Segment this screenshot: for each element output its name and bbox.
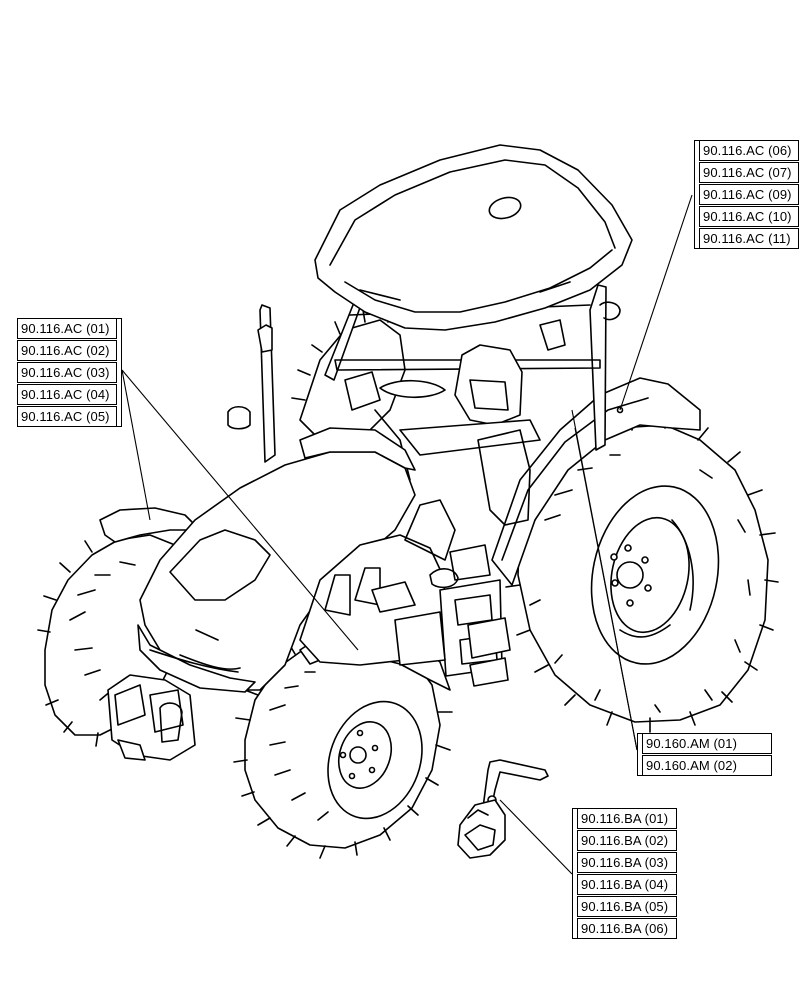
callout-group-ba: 90.116.BA (01) 90.116.BA (02) 90.116.BA … xyxy=(572,808,677,940)
part-ref-label: 90.116.AC (10) xyxy=(699,206,799,227)
part-ref-label: 90.116.BA (06) xyxy=(577,918,677,939)
part-ref-label: 90.116.BA (01) xyxy=(577,808,677,829)
part-ref-label: 90.116.BA (04) xyxy=(577,874,677,895)
part-ref-label: 90.116.AC (09) xyxy=(699,184,799,205)
joystick-detail xyxy=(457,759,549,859)
part-ref-label: 90.116.BA (03) xyxy=(577,852,677,873)
leader-lines xyxy=(121,194,693,875)
part-ref-label: 90.160.AM (01) xyxy=(642,733,772,754)
callout-bracket xyxy=(694,140,699,249)
step-and-tank xyxy=(467,429,531,687)
canopy-roof xyxy=(314,144,633,331)
operator-station xyxy=(344,301,621,491)
part-ref-label: 90.116.AC (01) xyxy=(17,318,117,339)
front-right-wheel xyxy=(233,624,453,859)
callout-bracket xyxy=(637,733,642,776)
part-ref-label: 90.160.AM (02) xyxy=(642,755,772,776)
hood xyxy=(137,427,416,693)
callout-group-ac-right: 90.116.AC (06) 90.116.AC (07) 90.116.AC … xyxy=(694,140,799,250)
part-ref-label: 90.116.AC (04) xyxy=(17,384,117,405)
callout-group-ac-left: 90.116.AC (01) 90.116.AC (02) 90.116.AC … xyxy=(17,318,122,428)
part-ref-label: 90.116.AC (02) xyxy=(17,340,117,361)
exhaust-stack xyxy=(227,304,276,463)
part-ref-label: 90.116.BA (02) xyxy=(577,830,677,851)
callout-group-am: 90.160.AM (01) 90.160.AM (02) xyxy=(637,733,772,777)
part-ref-label: 90.116.AC (03) xyxy=(17,362,117,383)
part-ref-label: 90.116.AC (05) xyxy=(17,406,117,427)
front-left-fender xyxy=(99,507,201,543)
part-ref-label: 90.116.BA (05) xyxy=(577,896,677,917)
rear-right-wheel xyxy=(505,412,779,733)
part-ref-label: 90.116.AC (11) xyxy=(699,228,799,249)
front-weights xyxy=(107,674,196,761)
part-ref-label: 90.116.AC (06) xyxy=(699,140,799,161)
callout-bracket xyxy=(117,318,122,427)
part-ref-label: 90.116.AC (07) xyxy=(699,162,799,183)
callout-bracket xyxy=(572,808,577,939)
